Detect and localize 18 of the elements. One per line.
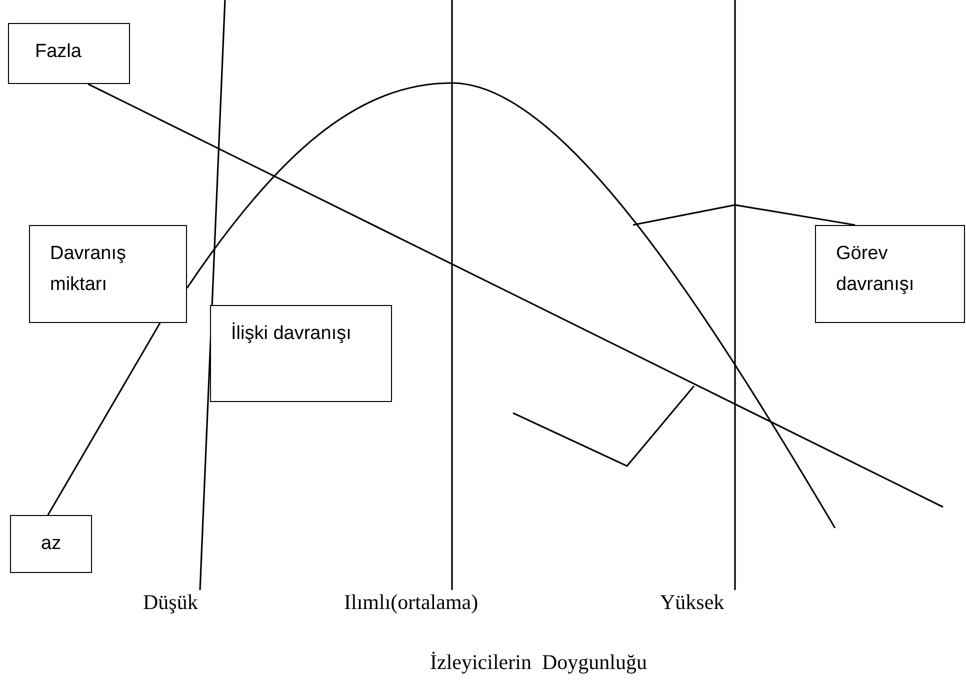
line <box>47 322 161 516</box>
box-text: İlişki davranışı <box>231 322 352 346</box>
curve <box>186 82 836 528</box>
label-box <box>815 225 965 323</box>
box-text: Görev davranışı <box>836 242 916 297</box>
box-text: az <box>41 532 62 556</box>
label-box <box>8 23 130 84</box>
box-text: Davranış miktarı <box>50 242 128 297</box>
leader-line <box>632 204 856 226</box>
axis-label: Yüksek <box>660 590 724 615</box>
label-box <box>10 515 92 573</box>
label-box <box>210 305 392 402</box>
axis-label: Düşük <box>143 590 198 615</box>
box-text: Fazla <box>35 40 82 64</box>
label-box <box>29 225 187 323</box>
axis-title: İzleyicilerin Doygunluğu <box>430 650 647 675</box>
straight-line <box>88 83 944 508</box>
axis-label: Ilımlı(ortalama) <box>344 590 478 615</box>
